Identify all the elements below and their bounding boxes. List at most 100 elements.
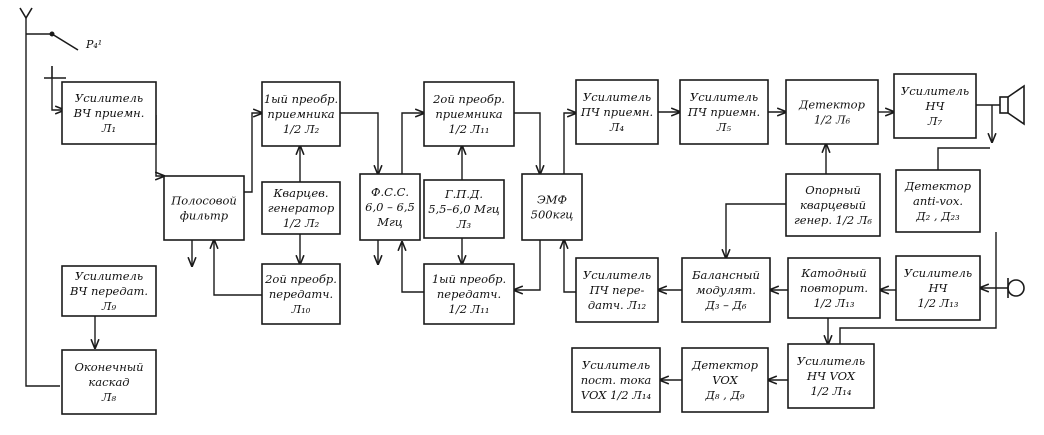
- block-rf-amp-rx-label-3: Л₁: [101, 121, 116, 135]
- block-vfo-frame: [423, 179, 505, 239]
- block-if-amp-rx-1-label-3: Л₄: [609, 120, 625, 134]
- block-if-amp-rx-2-label-1: Усилитель: [690, 90, 758, 104]
- mixer2-tx-to-filter: [214, 240, 262, 296]
- block-rf-amp-tx-label-2: ВЧ передат.: [69, 284, 148, 298]
- block-mixer1-tx-label-2: передатч.: [437, 287, 501, 301]
- emf-to-if-rx: [563, 113, 576, 174]
- block-mixer1-rx-label-3: 1/2 Л₂: [283, 122, 320, 136]
- block-antivox-detector-label-2: anti-vox.: [913, 194, 963, 208]
- refosc-to-balmod: [726, 203, 786, 258]
- block-bandpass-filter-frame: [163, 175, 245, 241]
- block-af-vox-amp-label-1: Усилитель: [797, 354, 865, 368]
- relay-to-rf-rx: [51, 78, 64, 110]
- block-bandpass-filter-label-2: фильтр: [180, 209, 229, 223]
- block-mixer2-tx-label-3: Л₁₀: [291, 302, 311, 316]
- block-ref-osc-frame: [785, 173, 881, 237]
- block-rf-amp-rx-label-1: Усилитель: [75, 91, 143, 105]
- block-af-amp-frame: [893, 73, 977, 139]
- mixer1-tx-to-fss: [402, 242, 424, 293]
- block-af-vox-amp-frame: [787, 343, 875, 409]
- block-mixer2-tx-frame: [261, 263, 341, 325]
- block-mixer1-tx-frame: [423, 263, 515, 325]
- block-vox-detector-label-2: VOX: [712, 373, 738, 387]
- block-if-amp-rx-2-frame: [679, 79, 769, 145]
- rf-rx-to-filter: [156, 115, 164, 176]
- block-detector-label-1: Детектор: [798, 98, 866, 112]
- block-vfo-label-3: Л₃: [456, 217, 472, 231]
- block-cathode-follower-label-2: повторит.: [800, 281, 868, 295]
- antivox-to-vox-line: [839, 232, 997, 354]
- block-ref-osc-label-2: кварцевый: [800, 198, 866, 212]
- block-cathode-follower-label-3: 1/2 Л₁₃: [814, 296, 855, 310]
- block-fss-filter-label-3: Мгц: [376, 215, 403, 229]
- block-vox-detector-label-3: Д₈ , Д₉: [705, 388, 745, 402]
- block-if-amp-rx-2-label-3: Л₅: [716, 120, 732, 134]
- block-dc-amp-vox-label-1: Усилитель: [582, 358, 650, 372]
- block-vox-detector-label-1: Детектор: [691, 358, 759, 372]
- block-bandpass-filter-label-1: Полосовой: [170, 194, 237, 208]
- filter-to-mixer1-rx: [244, 113, 262, 193]
- block-fss-filter-frame: [359, 173, 421, 241]
- block-dc-amp-vox-label-3: VOX 1/2 Л₁₄: [581, 388, 652, 402]
- block-final-stage-frame: [61, 349, 157, 415]
- block-rf-amp-tx-frame: [61, 265, 157, 317]
- block-vfo-label-2: 5,5–6,0 Мгц: [428, 202, 500, 216]
- block-if-amp-rx-2-label-2: ПЧ приемн.: [687, 105, 760, 119]
- block-mixer2-rx-label-3: 1/2 Л₁₁: [449, 122, 490, 136]
- block-fss-filter-label-2: 6,0 – 6,5: [365, 200, 415, 214]
- block-if-amp-tx-label-1: Усилитель: [583, 268, 651, 282]
- block-mixer1-tx-label-3: 1/2 Л₁₁: [449, 302, 490, 316]
- antivox-tap: [937, 147, 990, 170]
- block-if-amp-rx-1-label-1: Усилитель: [583, 90, 651, 104]
- connections: [25, 18, 1008, 387]
- block-rf-amp-rx-label-2: ВЧ приемн.: [73, 106, 145, 120]
- block-mixer2-tx-label-2: передатч.: [269, 287, 333, 301]
- block-mixer2-tx-label-1: 2ой преобр.: [264, 272, 337, 286]
- block-mixer1-rx-frame: [261, 81, 341, 147]
- antenna-icon: [19, 7, 33, 20]
- block-if-amp-tx-frame: [575, 257, 659, 323]
- block-antivox-detector-label-3: Д₂ , Д₂₃: [915, 209, 960, 223]
- block-rf-amp-tx-label-3: Л₉: [101, 299, 117, 313]
- block-detector-frame: [785, 79, 879, 145]
- block-mixer2-tx: 2ой преобр.передатч.Л₁₀: [261, 263, 341, 325]
- block-balanced-modulator-label-2: модулят.: [696, 283, 756, 297]
- block-af-amp-label-1: Усилитель: [901, 84, 969, 98]
- block-crystal-osc-label-2: генератор: [268, 201, 335, 215]
- block-af-amp-mic-label-1: Усилитель: [904, 266, 972, 280]
- block-dc-amp-vox-frame: [571, 347, 661, 413]
- microphone-icon: [1007, 278, 1025, 298]
- block-antivox-detector-label-1: Детектор: [904, 179, 972, 193]
- antenna-feed-line: [25, 18, 60, 387]
- block-emf-label-2: 500кгц: [531, 208, 574, 222]
- block-dc-amp-vox-label-2: пост. тока: [581, 373, 652, 387]
- block-balanced-modulator-frame: [681, 257, 771, 323]
- block-ref-osc-label-1: Опорный: [805, 183, 860, 197]
- block-final-stage-label-1: Оконечный: [74, 360, 143, 374]
- block-af-vox-amp-label-2: НЧ VOX: [806, 369, 856, 383]
- block-emf-label-1: ЭМФ: [537, 193, 567, 207]
- block-af-amp-label-2: НЧ: [925, 99, 946, 113]
- block-mixer1-rx-label-2: приемника: [267, 107, 334, 121]
- emf-to-mixer1-tx: [514, 240, 541, 290]
